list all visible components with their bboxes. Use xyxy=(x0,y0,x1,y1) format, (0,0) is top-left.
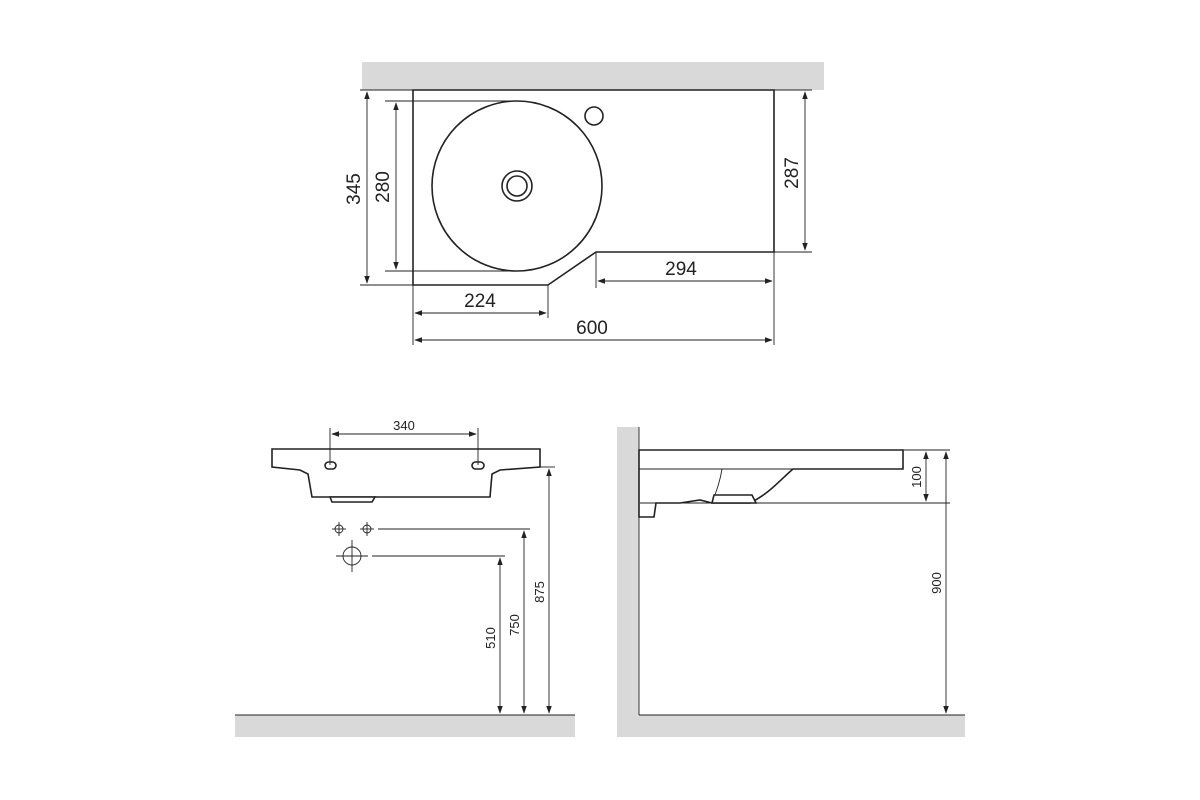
top-wall xyxy=(362,62,824,90)
dim-875-label: 875 xyxy=(532,581,547,603)
dim-294-label: 294 xyxy=(665,259,697,280)
dim-340-label: 340 xyxy=(393,418,415,433)
dim-600-label: 600 xyxy=(576,318,608,339)
drain-symbol xyxy=(336,540,368,572)
front-floor xyxy=(235,715,575,737)
dim-100-label: 100 xyxy=(909,466,924,488)
dim-750-label: 750 xyxy=(507,614,522,636)
side-view: 100 900 xyxy=(617,427,965,737)
dim-287-label: 287 xyxy=(782,157,803,189)
supply-symbol-right xyxy=(360,522,374,536)
drain-trap-side xyxy=(710,494,758,504)
drain-inner xyxy=(506,175,528,197)
supply-symbol-left xyxy=(332,522,346,536)
side-wall xyxy=(617,427,639,737)
basin-side-profile xyxy=(638,449,904,518)
drain-trap-front xyxy=(328,496,377,503)
dim-224-label: 224 xyxy=(464,291,496,312)
top-view: 345 280 287 294 224 600 xyxy=(344,62,824,345)
dim-510-label: 510 xyxy=(483,627,498,649)
dim-345-label: 345 xyxy=(344,173,365,205)
dim-280-label: 280 xyxy=(373,171,394,203)
tap-hole xyxy=(584,106,604,126)
front-view: 340 510 750 875 xyxy=(235,418,575,737)
basin-front-outline xyxy=(271,448,541,498)
dim-900-label: 900 xyxy=(929,572,944,594)
side-floor xyxy=(617,715,965,737)
mount-slot-left xyxy=(324,461,337,470)
